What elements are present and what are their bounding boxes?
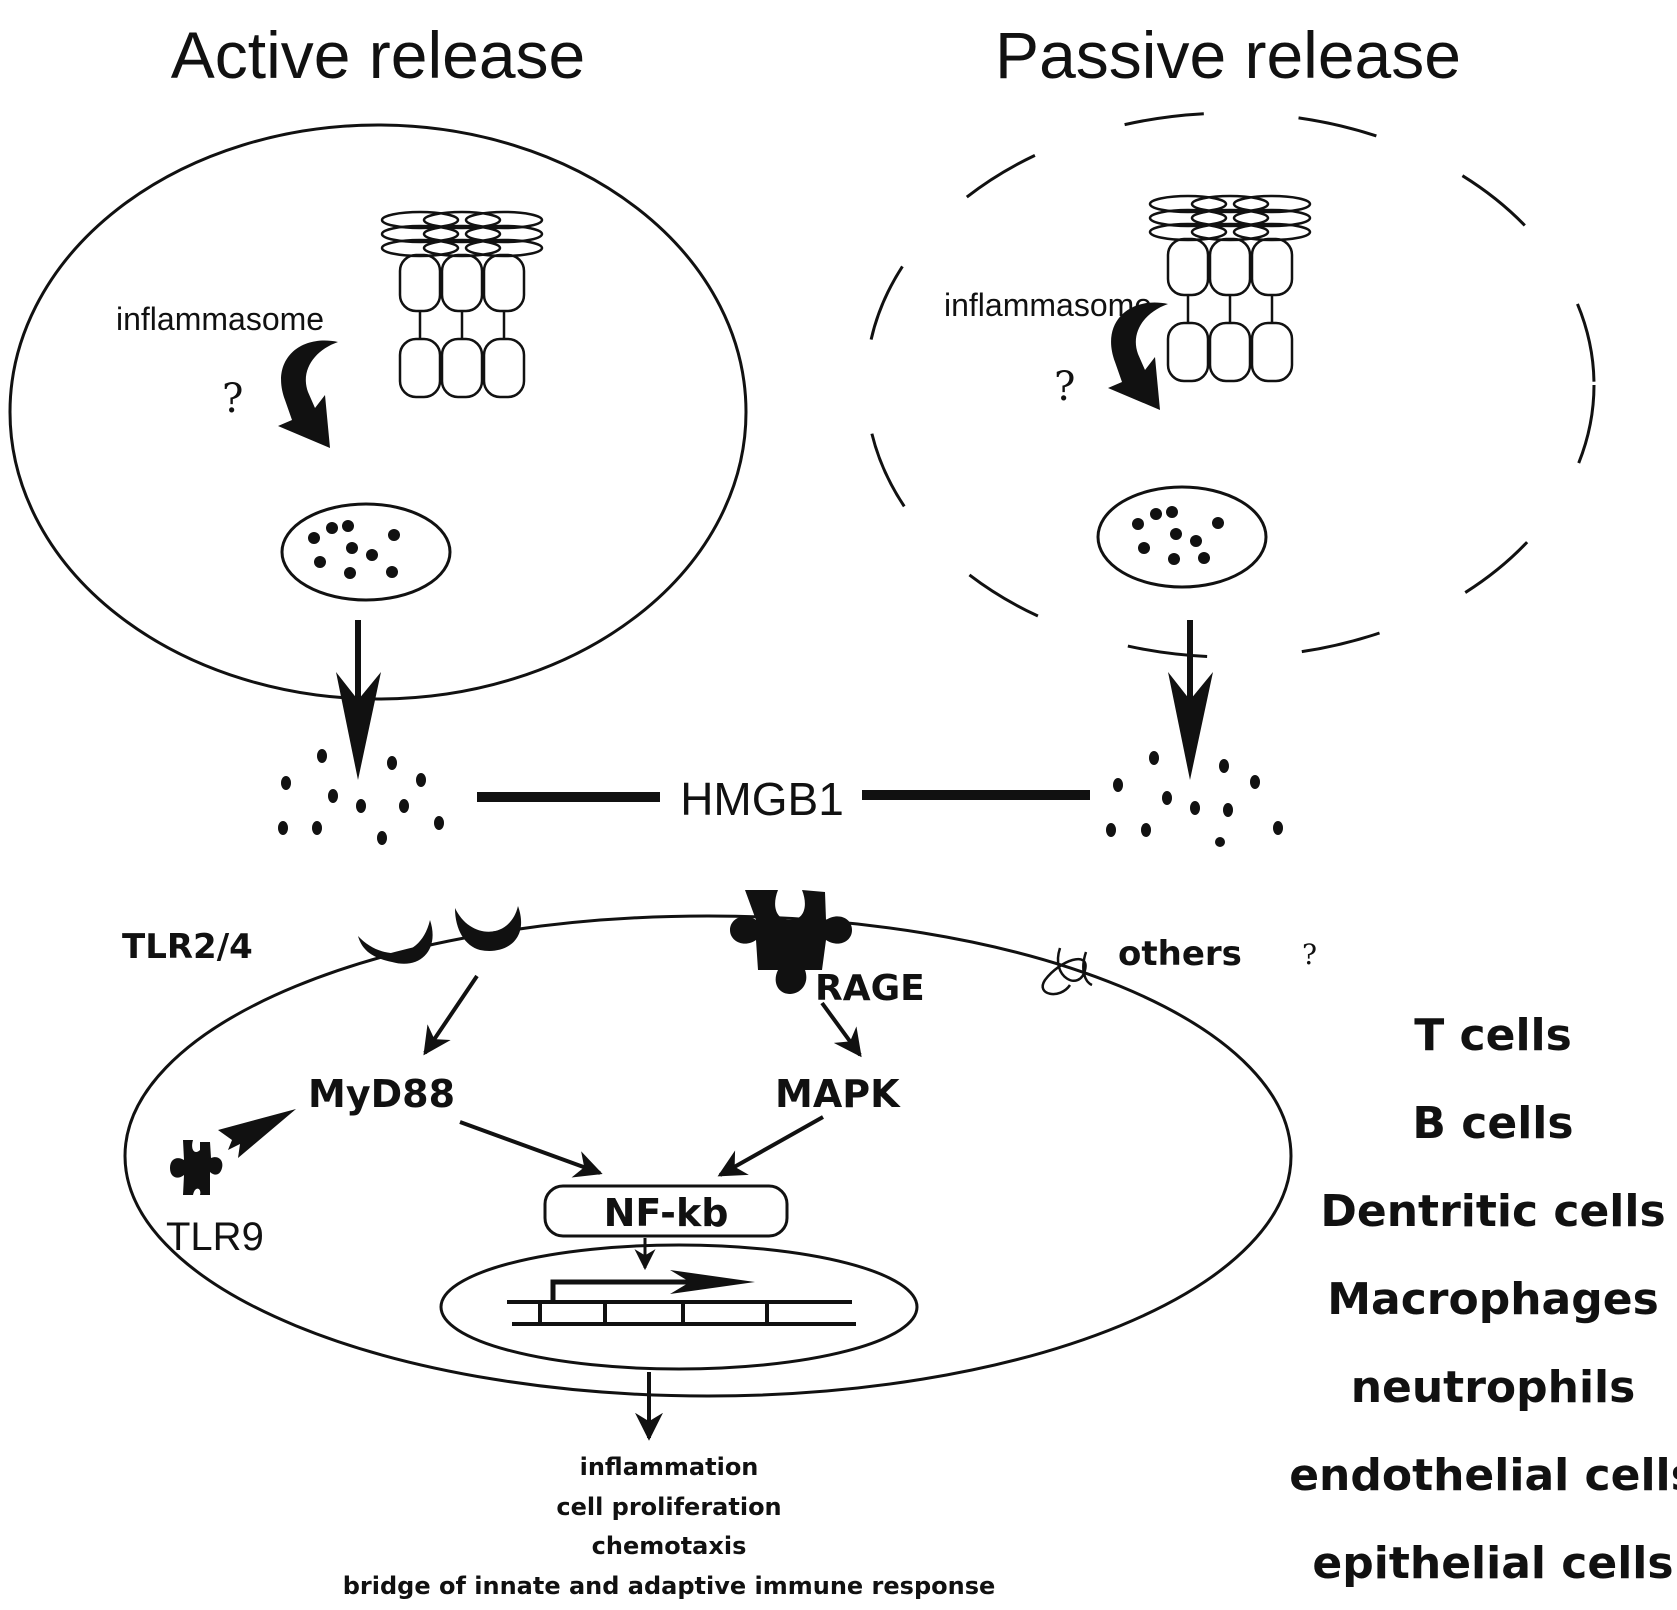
inflammasome-unit — [1190, 194, 1270, 383]
rage-label: RAGE — [815, 968, 925, 1009]
rage-receptor-icon — [730, 890, 852, 994]
arrow-tlr24-to-myd88 — [423, 974, 479, 1056]
passive-inflammasome-label: inflammasome — [944, 287, 1152, 323]
nfkb-box — [543, 1184, 789, 1238]
others-question-mark: ? — [1302, 938, 1317, 971]
arrow-myd88-to-nfkb — [459, 1120, 603, 1178]
outcomes-list: inflammation cell proliferation chemotax… — [343, 1453, 996, 1600]
other-receptor-icon — [1041, 947, 1093, 996]
active-inflammasome-label: inflammasome — [116, 301, 324, 337]
active-released-hmgb1-dots — [278, 749, 444, 845]
passive-released-hmgb1-dots — [1106, 751, 1283, 847]
passive-inflammasome-complex — [1148, 194, 1312, 383]
curved-arrow-icon — [1108, 302, 1168, 410]
inflammasome-unit — [464, 210, 544, 399]
target-cell: TLR2/4 RAGE others ? MyD88 MAPK TLR9 NF-… — [122, 890, 1317, 1398]
inflammasome-unit — [380, 210, 460, 399]
tlr9-label: TLR9 — [166, 1215, 264, 1259]
outcome-item: inflammation — [580, 1453, 759, 1481]
active-cell-membrane — [8, 123, 748, 701]
others-label: others — [1118, 934, 1242, 974]
inflammasome-unit — [1148, 194, 1228, 383]
cell-type-item: Macrophages — [1327, 1274, 1659, 1325]
active-cell: inflammasome ? — [8, 123, 748, 701]
active-vesicle-dots — [308, 520, 400, 579]
tlr24-label: TLR2/4 — [122, 927, 253, 967]
title-passive-release: Passive release — [995, 18, 1461, 92]
active-release-arrow — [336, 620, 381, 780]
passive-cell-membrane-dashed — [864, 111, 1596, 659]
myd88-label: MyD88 — [308, 1072, 455, 1116]
passive-vesicle-dots — [1132, 506, 1224, 565]
active-question-mark: ? — [222, 376, 243, 422]
active-inflammasome-complex — [380, 210, 544, 399]
cell-type-item: endothelial cells — [1289, 1450, 1677, 1501]
nfkb-label: NF-kb — [604, 1191, 729, 1235]
inflammasome-unit — [422, 210, 502, 399]
nucleus — [439, 1243, 919, 1371]
inflammasome-unit — [1232, 194, 1312, 383]
passive-cell: inflammasome ? — [864, 111, 1596, 659]
active-vesicle — [280, 502, 452, 602]
cell-type-item: B cells — [1412, 1098, 1573, 1149]
passive-question-mark: ? — [1054, 364, 1075, 410]
cell-type-item: Dentritic cells — [1320, 1186, 1665, 1237]
outcome-item: bridge of innate and adaptive immune res… — [343, 1572, 996, 1600]
cell-type-item: epithelial cells — [1312, 1538, 1673, 1589]
curved-arrow-icon — [278, 340, 338, 448]
arrow-tlr9-to-myd88 — [218, 1109, 296, 1158]
cell-type-item: neutrophils — [1351, 1362, 1636, 1413]
outcome-item: chemotaxis — [592, 1532, 747, 1560]
mapk-label: MAPK — [775, 1072, 901, 1116]
tlr9-receptor-icon — [170, 1140, 223, 1195]
hmgb1-label: HMGB1 — [680, 773, 844, 825]
outcome-item: cell proliferation — [556, 1493, 781, 1521]
title-active-release: Active release — [171, 18, 586, 92]
passive-vesicle — [1096, 485, 1268, 589]
dna-gene-icon — [507, 1270, 856, 1326]
passive-release-arrow — [1168, 620, 1213, 780]
arrow-mapk-to-nfkb — [717, 1115, 824, 1177]
arrow-rage-to-mapk — [820, 1001, 862, 1058]
tlr24-receptor-icon — [358, 906, 522, 964]
cell-type-item: T cells — [1414, 1010, 1572, 1061]
cell-types-list: T cells B cells Dentritic cells Macropha… — [1289, 1010, 1677, 1589]
target-cell-membrane — [123, 914, 1293, 1398]
